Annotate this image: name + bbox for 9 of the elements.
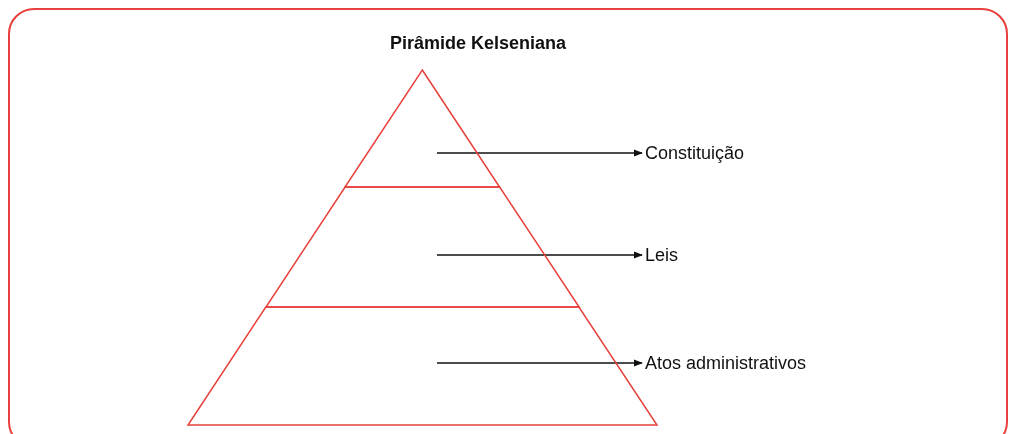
tier-label: Constituição xyxy=(645,142,745,164)
tier-label: Leis xyxy=(645,244,679,266)
pyramid-tier xyxy=(265,187,579,307)
diagram-title: Pirâmide Kelseniana xyxy=(388,33,568,54)
arrow xyxy=(436,359,643,367)
tier-label: Atos administrativos xyxy=(645,352,807,374)
pyramid-apex-tier xyxy=(344,70,500,187)
arrow xyxy=(436,149,643,157)
arrow xyxy=(436,251,643,259)
